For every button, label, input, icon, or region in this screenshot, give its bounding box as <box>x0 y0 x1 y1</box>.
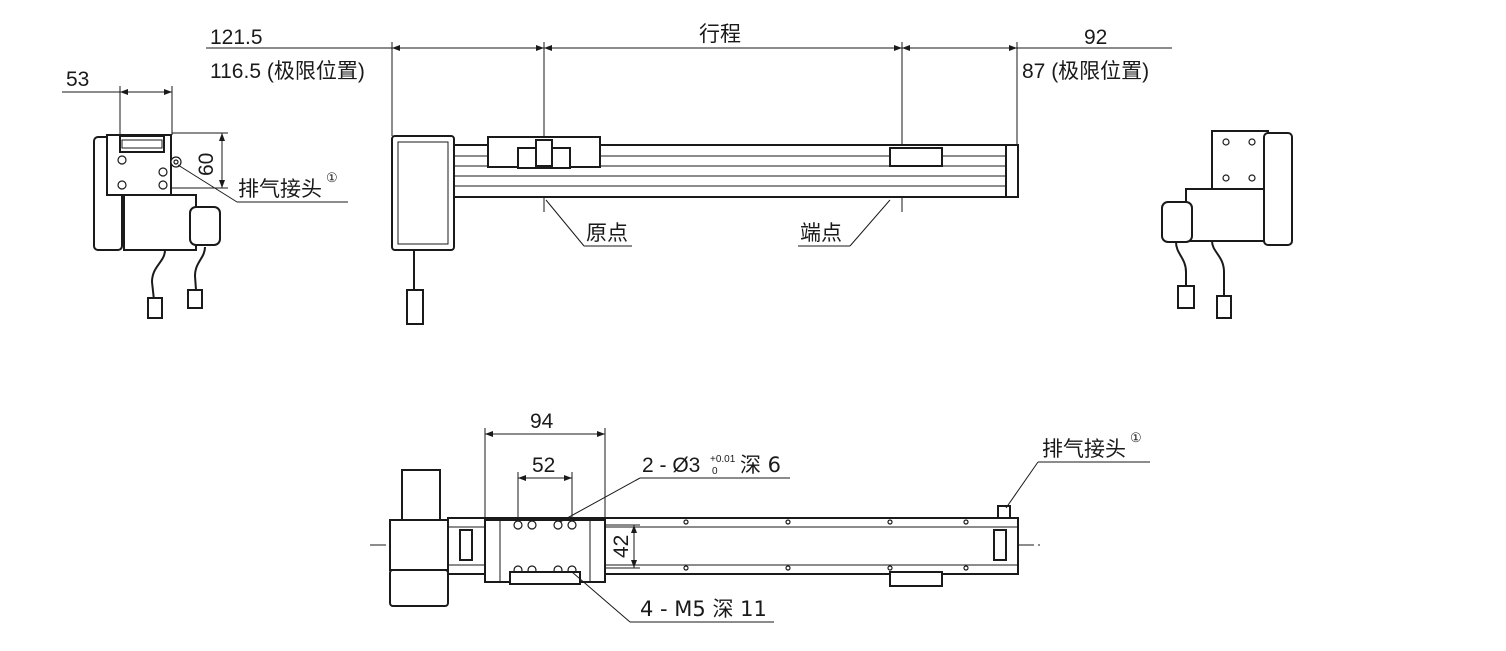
label-exhaust-circled-top: ① <box>326 170 338 185</box>
dim-right-offset: 92 <box>1084 26 1107 49</box>
label-exhaust-joint-bottom: 排气接头 <box>1042 437 1126 461</box>
label-exhaust-circled-bottom: ① <box>1130 430 1142 445</box>
label-origin: 原点 <box>586 221 628 245</box>
dim-left-offset: 121.5 <box>210 26 263 49</box>
top-view: 94 52 42 2 - Ø3 +0.01 0 深 6 4 - M5 深 11 … <box>370 410 1150 623</box>
dim-left-offset-limit: 116.5 (极限位置) <box>210 60 365 83</box>
label-pin-hole-suffix: 深 6 <box>740 453 781 477</box>
dim-bottom-42: 42 <box>610 535 633 558</box>
label-tol-upper: +0.01 <box>710 454 736 465</box>
dim-side-height: 60 <box>195 153 218 176</box>
dim-right-offset-limit: 87 (极限位置) <box>1022 60 1149 83</box>
dim-stroke: 行程 <box>699 22 741 46</box>
front-view: 121.5 116.5 (极限位置) 行程 92 87 (极限位置) 原点 端点 <box>206 22 1172 325</box>
dim-bottom-94: 94 <box>530 410 554 433</box>
label-tap-holes: 4 - M5 深 11 <box>640 597 767 621</box>
label-tol-lower: 0 <box>712 466 718 477</box>
label-exhaust-joint-top: 排气接头 <box>238 177 322 201</box>
dim-side-width: 53 <box>66 68 89 91</box>
left-side-view: 53 60 排气接头 ① <box>62 68 348 319</box>
label-end-point: 端点 <box>800 221 842 245</box>
dim-bottom-52: 52 <box>532 454 555 477</box>
right-side-view <box>1161 130 1293 319</box>
label-pin-hole-prefix: 2 - Ø3 <box>642 454 700 477</box>
